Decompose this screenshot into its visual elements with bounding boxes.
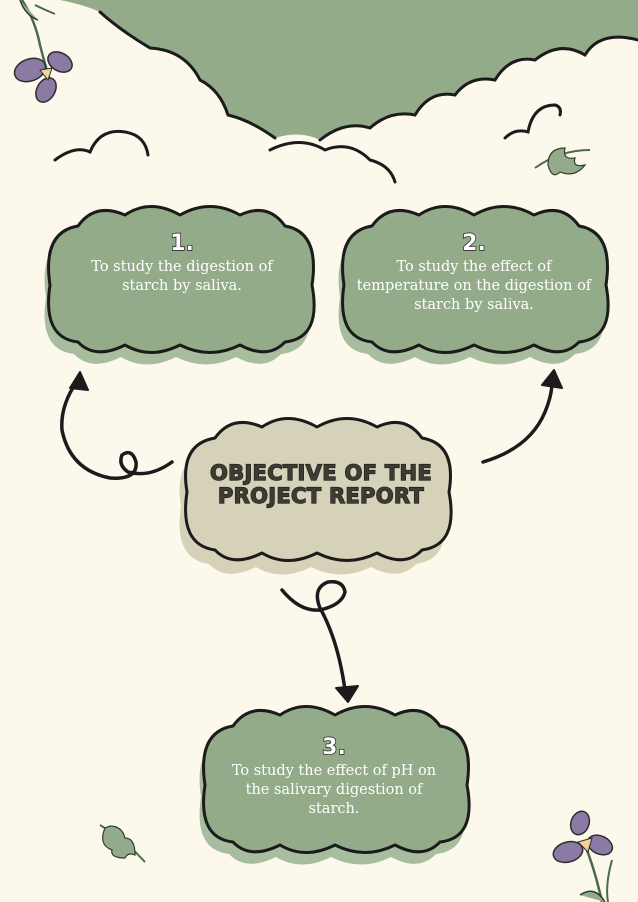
leaf-top-right (534, 147, 591, 176)
objective-cloud-3 (199, 705, 471, 865)
arrow-to-objective-3 (280, 579, 359, 703)
flower-bottom-right (552, 810, 614, 902)
arrow-to-objective-1 (60, 371, 174, 480)
arrow-to-objective-2 (481, 369, 563, 464)
title-cloud (179, 417, 453, 575)
objective-2: 2. To study the effect of temperature on… (354, 231, 594, 315)
objective-2-text: To study the effect of temperature on th… (356, 259, 592, 313)
objective-3: 3. To study the effect of pH on the sali… (218, 735, 450, 819)
objective-3-number: 3. (321, 735, 346, 760)
leaf-bottom-left (99, 824, 146, 863)
objective-1-number: 1. (169, 231, 194, 256)
objective-cloud-2 (338, 205, 610, 365)
objective-1-text: To study the digestion of starch by sali… (91, 259, 273, 294)
page-title: OBJECTIVE OF THE PROJECT REPORT (209, 461, 433, 508)
top-cloud-decoration (53, 0, 638, 184)
flower-top-left (13, 0, 73, 103)
objective-2-number: 2. (461, 231, 486, 256)
objective-3-text: To study the effect of pH on the salivar… (231, 763, 437, 817)
objective-1: 1. To study the digestion of starch by s… (68, 231, 296, 296)
objective-cloud-1 (44, 205, 316, 365)
